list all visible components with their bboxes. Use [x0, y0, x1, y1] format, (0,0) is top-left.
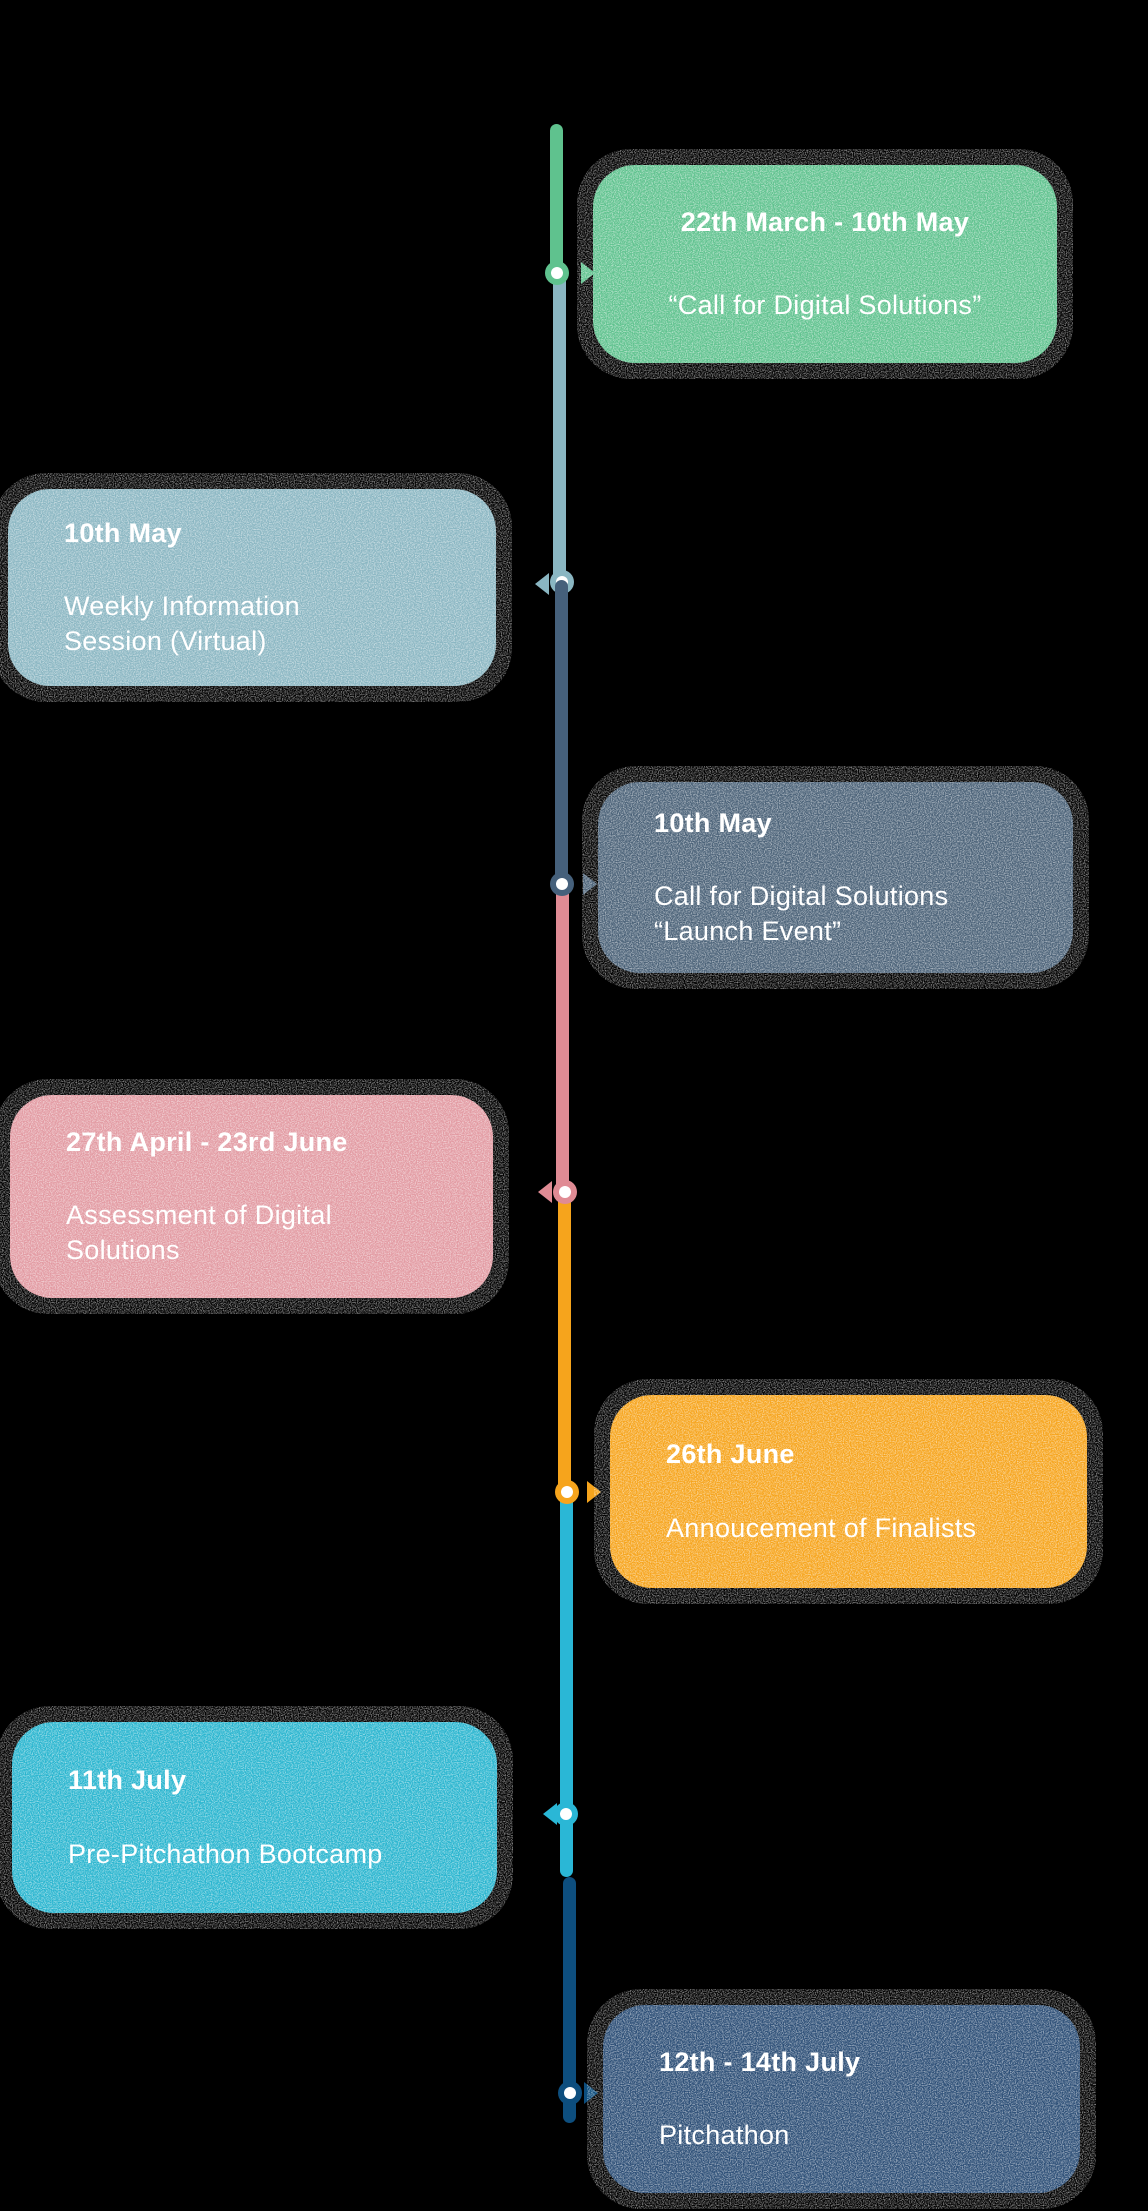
timeline-segment	[563, 1877, 576, 2123]
event-text: Call for Digital Solutions “Launch Event…	[654, 881, 949, 946]
event-text: Pitchathon	[659, 2120, 790, 2151]
event-text: “Call for Digital Solutions”	[668, 290, 982, 321]
timeline-node	[553, 1180, 577, 1204]
event-card: 10th May Weekly Information Session (Vir…	[8, 489, 496, 686]
event-date: 27th April - 23rd June	[66, 1127, 348, 1158]
event-card: 10th May Call for Digital Solutions “Lau…	[598, 782, 1073, 973]
event-text: Assessment of Digital Solutions	[66, 1200, 332, 1265]
timeline-segment	[556, 878, 569, 1198]
event-date: 11th July	[68, 1765, 187, 1796]
event-date: 10th May	[654, 808, 772, 839]
timeline-segment	[560, 1486, 573, 1877]
timeline-node	[554, 1802, 578, 1826]
event-text: Weekly Information Session (Virtual)	[64, 591, 300, 656]
timeline-node	[550, 872, 574, 896]
connector-arrow-icon	[535, 573, 549, 595]
event-text: Pre-Pitchathon Bootcamp	[68, 1838, 383, 1869]
timeline-node	[558, 2081, 582, 2105]
timeline-segment	[553, 268, 566, 588]
timeline-segment	[558, 1186, 571, 1498]
event-date: 26th June	[666, 1439, 795, 1470]
event-date: 22th March - 10th May	[680, 206, 970, 237]
event-card: 12th - 14th July Pitchathon	[603, 2005, 1080, 2193]
timeline-segment	[555, 580, 568, 890]
timeline-node	[555, 1480, 579, 1504]
timeline-segment	[550, 124, 563, 278]
event-date: 12th - 14th July	[659, 2046, 861, 2077]
event-card: 26th June Annoucement of Finalists	[610, 1395, 1087, 1588]
event-date: 10th May	[64, 518, 182, 549]
event-card: 22th March - 10th May “Call for Digital …	[593, 165, 1057, 363]
timeline-node	[545, 261, 569, 285]
event-card: 27th April - 23rd June Assessment of Dig…	[10, 1095, 493, 1298]
event-text: Annoucement of Finalists	[666, 1512, 977, 1543]
connector-arrow-icon	[538, 1181, 552, 1203]
event-card: 11th July Pre-Pitchathon Bootcamp	[12, 1722, 497, 1913]
